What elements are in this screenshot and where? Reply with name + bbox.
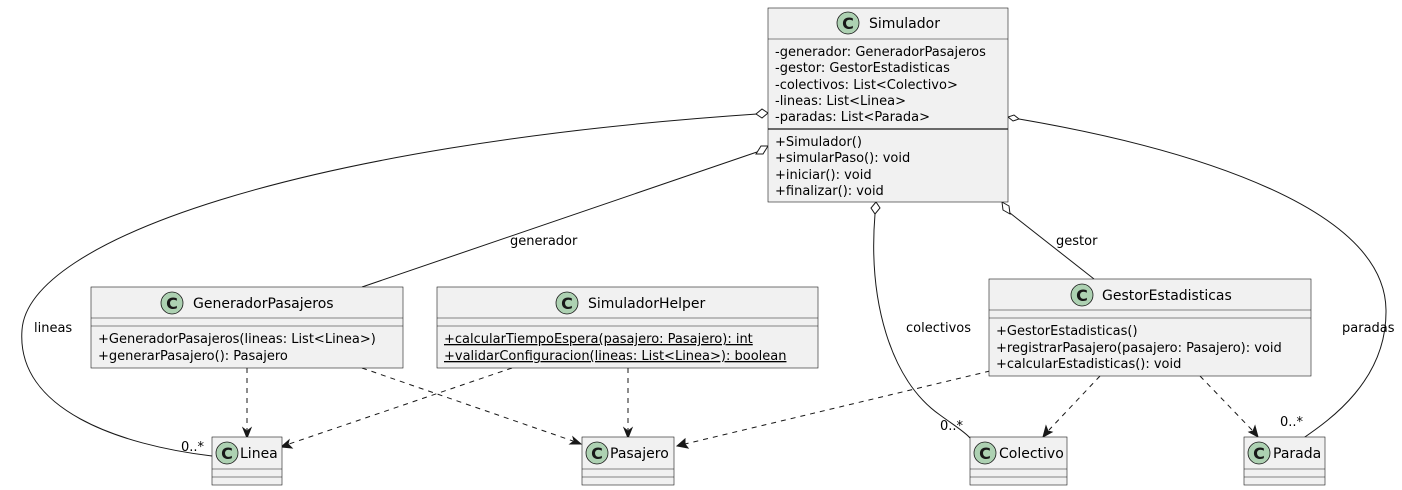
method: +calcularEstadisticas(): void <box>996 357 1181 372</box>
dependency-arrowhead-gestor-parada <box>1247 424 1259 439</box>
role-label-lineas: lineas <box>34 321 72 336</box>
class-name: Parada <box>1273 446 1321 462</box>
edge-simulador-generador <box>361 151 758 288</box>
class-gestor-estadisticas[interactable]: C GestorEstadisticas +GestorEstadisticas… <box>988 278 1312 377</box>
class-pasajero[interactable]: C Pasajero <box>581 436 675 486</box>
role-label-colectivos: colectivos <box>906 321 971 336</box>
method: +GeneradorPasajeros(lineas: List<Linea>) <box>98 332 376 347</box>
multiplicity-label-paradas: 0..* <box>1280 415 1304 430</box>
class-badge-letter: C <box>221 444 233 463</box>
static-method: +validarConfiguracion(lineas: List<Linea… <box>444 349 786 364</box>
class-badge-icon <box>160 291 184 315</box>
class-badge-icon <box>836 11 860 35</box>
class-name: Pasajero <box>610 446 669 462</box>
attribute: -generador: GeneradorPasajeros <box>775 45 986 60</box>
method: +registrarPasajero(pasajero: Pasajero): … <box>996 341 1282 356</box>
dependency-arrowhead-generador-pasajero <box>568 435 583 445</box>
method: +Simulador() <box>775 135 862 150</box>
edge-simulador-colectivos <box>873 213 971 439</box>
attribute: -lineas: List<Linea> <box>775 94 906 109</box>
method: +iniciar(): void <box>775 168 872 183</box>
multiplicity-label-lineas: 0..* <box>181 440 205 455</box>
class-badge-letter: C <box>561 294 573 313</box>
class-badge-letter: C <box>1076 286 1088 305</box>
dependency-helper-linea <box>288 367 513 445</box>
edge-simulador-gestor <box>1009 212 1095 280</box>
dependency-arrowhead-gestor-colectivo <box>1042 424 1054 439</box>
class-name: GestorEstadisticas <box>1102 288 1232 304</box>
class-colectivo[interactable]: C Colectivo <box>969 436 1068 486</box>
class-parada[interactable]: C Parada <box>1243 436 1326 486</box>
method: +finalizar(): void <box>775 184 884 199</box>
class-simulador[interactable]: C Simulador -generador: GeneradorPasajer… <box>767 7 1009 203</box>
attribute: -gestor: GestorEstadisticas <box>775 61 950 76</box>
attribute: -colectivos: List<Colectivo> <box>775 78 958 93</box>
dependency-gestor-colectivo <box>1048 375 1101 431</box>
multiplicity-label-colectivos: 0..* <box>940 419 964 434</box>
class-generador-pasajeros[interactable]: C GeneradorPasajeros +GeneradorPasajeros… <box>90 286 404 369</box>
class-badge-icon <box>973 441 997 465</box>
class-badge-icon <box>1247 441 1271 465</box>
class-badge-icon <box>585 441 609 465</box>
class-badge-letter: C <box>979 444 991 463</box>
class-name: SimuladorHelper <box>588 296 705 312</box>
role-label-generador: generador <box>510 234 578 249</box>
dependency-arrowhead-helper-pasajero <box>622 426 634 440</box>
aggregation-diamond-lineas <box>755 108 769 119</box>
class-badge-letter: C <box>591 444 603 463</box>
class-badge-icon <box>215 441 239 465</box>
class-badge-icon <box>1070 283 1094 307</box>
class-name: Simulador <box>869 16 940 32</box>
dependency-gestor-parada <box>1199 375 1253 431</box>
dependency-arrowhead-generador-linea <box>241 426 253 440</box>
class-badge-letter: C <box>166 294 178 313</box>
method: +generarPasajero(): Pasajero <box>98 349 288 364</box>
method: +GestorEstadisticas() <box>996 324 1138 339</box>
class-name: Colectivo <box>999 446 1064 462</box>
dependency-arrowhead-gestor-pasajero <box>675 437 690 449</box>
class-simulador-helper[interactable]: C SimuladorHelper +calcularTiempoEspera(… <box>436 286 819 369</box>
aggregation-diamond-gestor <box>1001 201 1011 215</box>
method: +simularPaso(): void <box>775 151 910 166</box>
class-linea[interactable]: C Linea <box>211 436 283 486</box>
aggregation-diamond-paradas <box>1006 114 1021 122</box>
class-name: Linea <box>240 446 278 462</box>
role-label-paradas: paradas <box>1342 321 1395 336</box>
dependency-gestor-pasajero <box>684 370 991 445</box>
class-badge-letter: C <box>1253 444 1265 463</box>
class-name: GeneradorPasajeros <box>193 296 334 312</box>
role-label-gestor: gestor <box>1056 234 1098 249</box>
edge-simulador-lineas <box>21 113 758 457</box>
aggregation-diamond-generador <box>755 145 769 155</box>
edge-simulador-paradas <box>1018 118 1387 440</box>
class-badge-icon <box>555 291 579 315</box>
class-badge-letter: C <box>842 14 854 33</box>
dependency-arrowhead-helper-linea <box>279 438 294 449</box>
static-method: +calcularTiempoEspera(pasajero: Pasajero… <box>444 332 753 347</box>
aggregation-diamond-colectivos <box>870 201 881 215</box>
attribute: -paradas: List<Parada> <box>775 110 930 125</box>
dependency-generador-pasajero <box>361 367 574 442</box>
